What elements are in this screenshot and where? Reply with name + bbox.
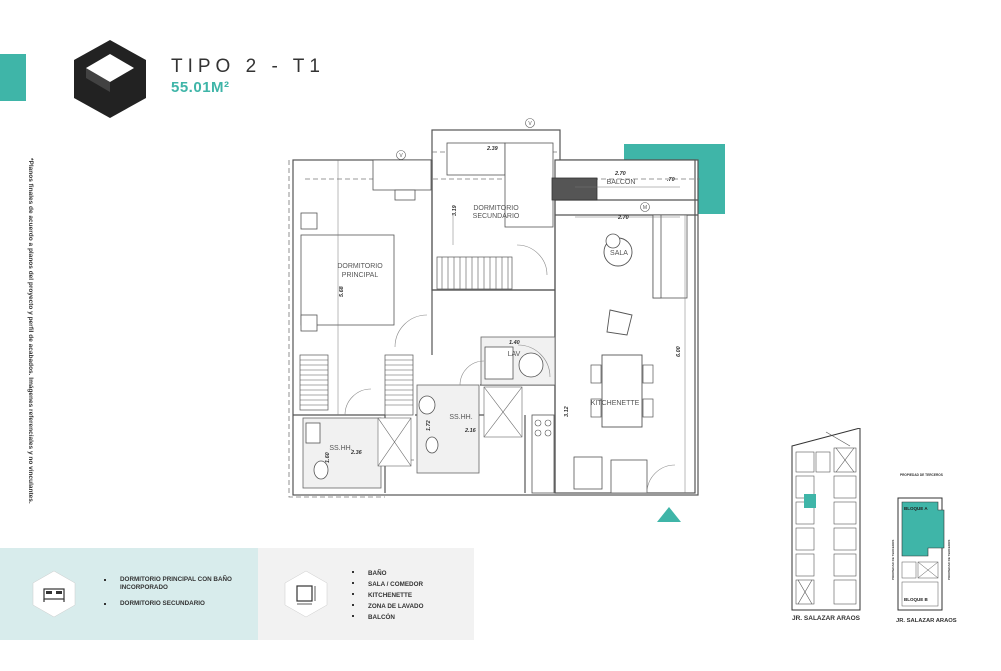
legend-item-sala-comedor: SALA / COMEDOR <box>352 579 472 590</box>
room-lav: LAV <box>508 351 521 358</box>
legend-spaces: BAÑO SALA / COMEDOR KITCHENETTE ZONA DE … <box>258 548 474 640</box>
bloque-b-label: BLOQUE B <box>904 597 929 602</box>
keyplan-site: PROPIEDAD DE TERCEROS PROPIEDAD DE TERCE… <box>891 473 951 611</box>
keyplan-right-street: JR. SALAZAR ARAOS <box>896 618 957 624</box>
room-sala: SALA <box>610 250 628 257</box>
dim-319: 3.19 <box>452 204 458 216</box>
legend-item-dormitorio-principal: DORMITORIO PRINCIPAL CON BAÑO INCORPORAD… <box>104 576 254 592</box>
unit-area: 55.01M² <box>171 79 230 96</box>
dim-239: 2.39 <box>486 146 499 152</box>
keyplan-floor <box>791 428 861 611</box>
room-dormitorio-secundario-l2: SECUNDARIO <box>473 213 520 220</box>
room-dormitorio-secundario-l1: DORMITORIO <box>473 205 519 212</box>
dim-140: 1.40 <box>509 340 520 346</box>
room-sshh-secundario: SS.HH. <box>449 414 472 421</box>
dim-216: 2.16 <box>464 428 477 434</box>
keyplan-left-street: JR. SALAZAR ARAOS <box>792 615 861 622</box>
keyplan-side-left: PROPIEDAD DE TERCEROS <box>891 540 895 580</box>
room-balcon: BALCON <box>607 179 636 186</box>
dim-236: 2.36 <box>350 450 363 456</box>
room-sshh-principal: SS.HH. <box>329 445 352 452</box>
dim-270-bottom: 2.70 <box>617 215 629 221</box>
dim-70: .70 <box>667 177 675 183</box>
legend-item-balcon: BALCÓN <box>352 612 472 623</box>
dim-312: 3.12 <box>564 406 570 417</box>
legend-item-zona-lavado: ZONA DE LAVADO <box>352 601 472 612</box>
keyplan-side-right: PROPIEDAD DE TERCEROS <box>947 540 951 580</box>
dim-270-top: 2.70 <box>614 171 626 177</box>
marker-m: M <box>643 205 647 211</box>
room-kitchenette: KITCHENETTE <box>591 400 640 407</box>
dim-160: 1.60 <box>325 452 331 463</box>
legend-item-bano: BAÑO <box>352 568 472 579</box>
legend-item-dormitorio-secundario: DORMITORIO SECUNDARIO <box>104 600 254 608</box>
marker-v1: V <box>399 153 403 159</box>
dim-172: 1.72 <box>426 420 432 431</box>
room-dormitorio-principal-l1: DORMITORIO <box>337 263 383 270</box>
bed-icon <box>32 570 76 618</box>
dim-568: 5.68 <box>339 285 345 297</box>
disclaimer-text: *Planos finales de acuerdo a planos del … <box>27 158 34 504</box>
floor-plan: V V M DORMITORIO PRINCIPAL DORMITORIO SE… <box>288 118 725 522</box>
legend-item-kitchenette: KITCHENETTE <box>352 590 472 601</box>
bloque-a-label: BLOQUE A <box>904 506 928 511</box>
legend-bedrooms: DORMITORIO PRINCIPAL CON BAÑO INCORPORAD… <box>0 548 258 640</box>
dim-600: 6.00 <box>676 346 682 357</box>
room-dormitorio-principal-l2: PRINCIPAL <box>342 272 379 279</box>
unit-type-title: TIPO 2 - T1 <box>171 56 325 77</box>
marker-v2: V <box>528 121 532 127</box>
accent-tab <box>0 54 26 101</box>
area-size-icon <box>284 570 328 618</box>
brand-logo-icon <box>74 40 146 118</box>
disclaimer: *Planos finales de acuerdo a planos del … <box>22 158 36 508</box>
keyplan-top-label: PROPIEDAD DE TERCEROS <box>900 473 943 477</box>
